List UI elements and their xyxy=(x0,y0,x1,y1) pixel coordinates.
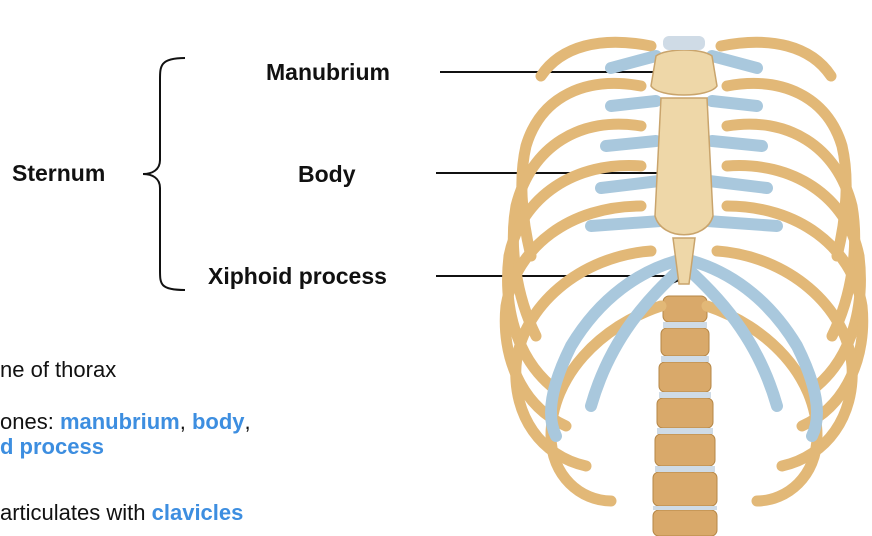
xiphoid-label: Xiphoid process xyxy=(208,265,387,288)
bullet-2-line-2: d process xyxy=(0,434,104,459)
sternum-label: Sternum xyxy=(12,162,105,185)
body-label: Body xyxy=(298,163,356,186)
bullet-2-comma-1: , xyxy=(180,409,192,434)
bullet-1: ne of thorax xyxy=(0,357,116,382)
bullet-2-body: body xyxy=(192,409,245,434)
vertebral-column xyxy=(653,296,717,536)
sternum xyxy=(651,50,717,284)
manubrium-label: Manubrium xyxy=(266,61,390,84)
bullet-2-manubrium: manubrium xyxy=(60,409,180,434)
bullet-2: ones: manubrium, body, d process xyxy=(0,409,251,460)
bullet-2-prefix: ones: xyxy=(0,409,60,434)
bullet-1-text: ne of thorax xyxy=(0,357,116,382)
bullet-3-clavicles: clavicles xyxy=(152,500,244,525)
bullet-3: articulates with clavicles xyxy=(0,500,243,525)
bullet-3-prefix: articulates with xyxy=(0,500,152,525)
bullet-2-comma-2: , xyxy=(245,409,251,434)
jugular-notch xyxy=(663,36,705,50)
sternum-body-bone xyxy=(655,98,713,235)
sternum-brace xyxy=(143,58,185,290)
ribcage-illustration xyxy=(491,6,872,536)
manubrium-bone xyxy=(651,50,717,95)
